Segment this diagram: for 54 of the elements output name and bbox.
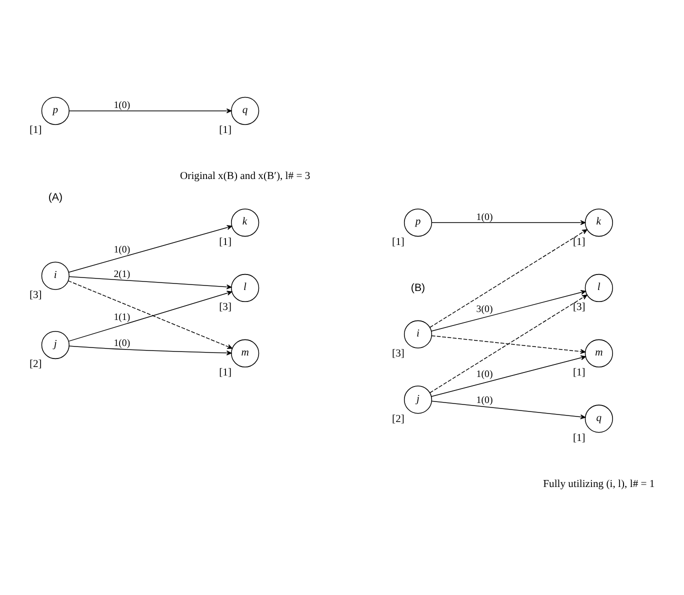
- node-label: [1]: [29, 125, 42, 136]
- arrow: [68, 225, 232, 273]
- node-circle: k: [584, 208, 613, 237]
- arrow: [68, 276, 232, 290]
- arrow: [68, 290, 232, 342]
- label: Original x(B) and x(B′), l# = 3: [180, 171, 310, 182]
- edge-label: 1(0): [114, 338, 130, 350]
- arrow: [430, 294, 588, 394]
- edge-label: 1(1): [114, 312, 130, 324]
- node-circle: p: [41, 96, 70, 125]
- edge-label: 1(0): [114, 100, 130, 112]
- node-label: [1]: [392, 236, 404, 248]
- arrow: [68, 280, 232, 349]
- arrow: [68, 108, 232, 114]
- arrow: [431, 335, 586, 354]
- arrow: [431, 355, 586, 397]
- edge-label: 2(1): [114, 268, 130, 280]
- edge-label: 1(0): [476, 395, 493, 406]
- arrow: [430, 229, 588, 328]
- node-circle: l: [584, 274, 613, 302]
- edge-label: 1(0): [114, 244, 130, 256]
- node-circle: p: [404, 208, 432, 237]
- edge-label: 3(0): [476, 304, 493, 315]
- node-label: [1]: [572, 236, 586, 248]
- node-circle: q: [584, 404, 613, 433]
- node-circle: l: [231, 274, 260, 302]
- node-circle: k: [231, 208, 260, 237]
- node-label: [2]: [392, 414, 404, 425]
- label: (B): [410, 282, 426, 294]
- edge-label: 1(0): [476, 369, 493, 380]
- node-circle: i: [404, 320, 432, 348]
- label: (A): [48, 191, 63, 204]
- node-label: [1]: [572, 368, 586, 379]
- node-circle: j: [404, 386, 432, 414]
- edge-label: 1(0): [476, 212, 493, 223]
- node-label: [3]: [392, 348, 404, 360]
- node-label: [1]: [219, 368, 232, 379]
- node-circle: q: [231, 96, 260, 125]
- node-label: [1]: [219, 125, 232, 136]
- arrow: [68, 346, 232, 356]
- arrow: [432, 220, 586, 226]
- node-label: [2]: [29, 359, 42, 370]
- node-circle: m: [584, 339, 613, 368]
- node-circle: j: [41, 330, 70, 360]
- node-circle: i: [41, 262, 70, 290]
- arrow: [431, 290, 586, 332]
- node-label: [3]: [29, 290, 42, 302]
- node-label: [3]: [219, 302, 232, 314]
- node-circle: m: [231, 339, 260, 368]
- node-label: [3]: [572, 302, 586, 314]
- arrow: [431, 400, 586, 420]
- node-label: [1]: [572, 432, 586, 444]
- label: Fully utilizing (i, l), l# = 1: [543, 478, 655, 490]
- node-label: [1]: [219, 236, 232, 248]
